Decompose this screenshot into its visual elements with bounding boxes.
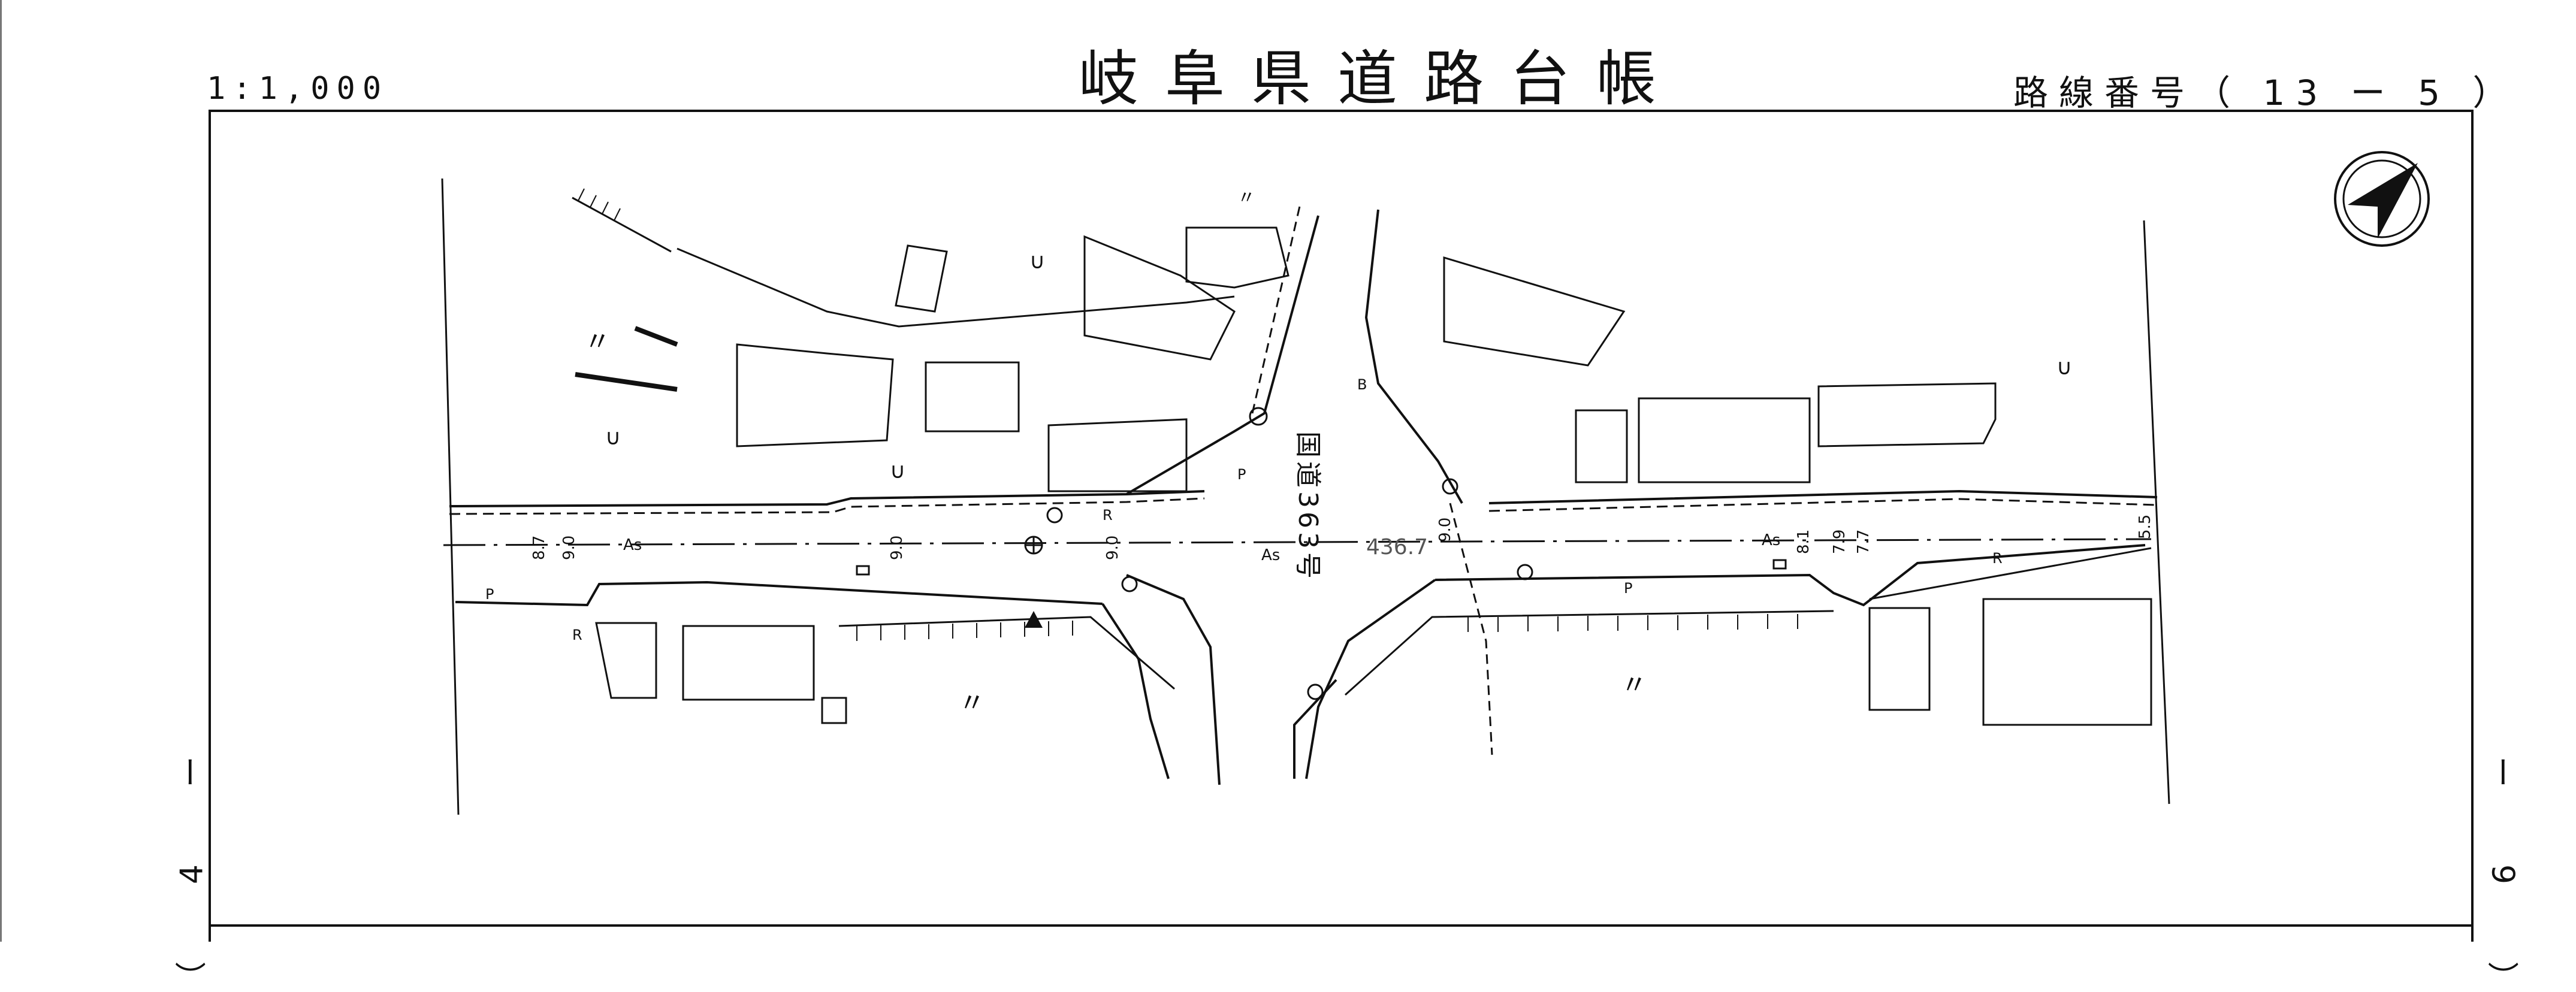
width-label-right-3: 7.7 (1855, 530, 1873, 554)
width-label-mid-3: 9.0 (1436, 518, 1454, 542)
marker-p-3: P (1237, 466, 1246, 483)
marker-r-1: R (1103, 507, 1113, 524)
width-label-end: 5.5 (2136, 515, 2154, 539)
wall-hatching (578, 188, 1798, 641)
ditto-mark-3: 〃 (1621, 670, 1647, 700)
road-centerline (443, 538, 2152, 546)
field-mark-3: ∪ (1029, 249, 1045, 274)
crossroad-edges (1101, 203, 1493, 785)
ditto-mark-1: 〃 (584, 326, 611, 357)
surface-label-right: As (1762, 531, 1780, 549)
width-label-right-1: 8.1 (1795, 530, 1813, 554)
width-label-mid-1: 9.0 (888, 536, 906, 560)
field-mark-2: ∪ (890, 459, 905, 483)
width-label-right-2: 7.9 (1831, 530, 1849, 554)
utility-markers (856, 407, 1787, 700)
marker-p-1: P (1624, 580, 1632, 597)
road-ledger-map: 国道363号 436.7 As As As 8.7 9.0 9.0 9.0 9.… (209, 110, 2474, 942)
surface-label-left: As (623, 536, 642, 554)
crossroad-label: 国道363号 (1292, 431, 1323, 582)
marker-p-2: P (485, 586, 494, 603)
boundary-lines (441, 178, 2170, 815)
map-frame (209, 110, 2474, 942)
benchmark-triangle-icon (1025, 611, 1043, 628)
field-mark-1: ∪ (605, 425, 621, 450)
hatched-structures (572, 196, 2152, 696)
width-label-left-2: 9.0 (560, 536, 578, 560)
north-arrow-icon (2334, 151, 2430, 247)
marker-r-2: R (1992, 550, 2003, 567)
ditto-mark-4: 〃 (1237, 187, 1255, 208)
scale-label: 1:1,000 (207, 71, 389, 107)
page-left-border (0, 0, 2, 942)
station-label: 436.7 (1366, 535, 1428, 559)
main-road-edges (449, 489, 2158, 607)
width-label-mid-2: 9.0 (1104, 536, 1122, 560)
marker-b: B (1357, 376, 1367, 393)
page-title: 岐阜県道路台帳 (1079, 44, 1683, 114)
field-mark-4: ∪ (2056, 355, 2072, 380)
marker-r-3: R (572, 627, 582, 643)
building-outlines (595, 226, 2152, 726)
route-number: 路線番号（ 13 ー 5 ） (2013, 72, 2518, 113)
width-label-left-1: 8.7 (530, 536, 548, 560)
ditto-mark-2: 〃 (959, 688, 985, 718)
surface-label-center: As (1261, 546, 1280, 564)
